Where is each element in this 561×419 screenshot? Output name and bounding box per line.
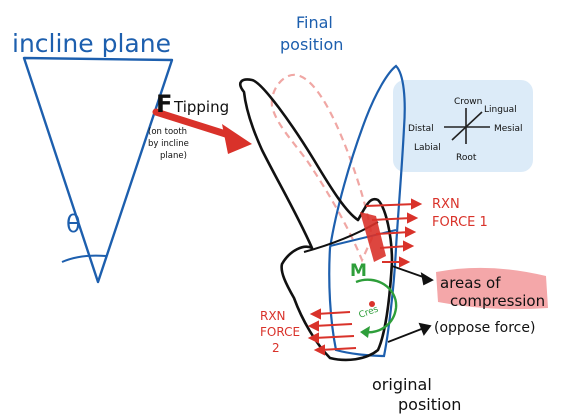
compression-pointer-arrow (388, 328, 424, 342)
rxn-force-1-line1: RXN (432, 197, 460, 212)
final-position-label-line1: Final (296, 13, 333, 32)
final-position-label-line2: position (280, 35, 343, 54)
areas-of-compression-line1: areas of (440, 274, 501, 292)
force-subscript: Tipping (173, 98, 229, 116)
compression-pointer-arrowhead (420, 324, 430, 334)
compass-distal: Distal (408, 124, 434, 134)
rxn1-arrowhead (400, 258, 408, 266)
compass-crown: Crown (454, 97, 482, 107)
rxn1-arrowhead (406, 228, 414, 236)
rxn-force-2-line2: FORCE (260, 325, 300, 339)
theta-arc (62, 256, 106, 262)
rxn2-arrow (316, 312, 350, 314)
rxn2-arrow (314, 324, 352, 326)
rxn1-arrow (366, 204, 416, 206)
force-note-line1: (on tooth (148, 127, 187, 137)
rxn1-arrowhead (404, 242, 412, 250)
areas-of-compression-line2: compression (450, 292, 545, 310)
original-position-label-line2: position (398, 395, 461, 414)
oppose-force-label: (oppose force) (434, 320, 535, 336)
rxn2-arrow (320, 348, 356, 350)
compression-pointer-arrow (392, 266, 426, 278)
cres-label: Cres (358, 304, 381, 320)
incline-plane-triangle (24, 58, 172, 282)
rxn-force-1-line2: FORCE 1 (432, 215, 488, 230)
rxn1-arrowhead (412, 200, 420, 208)
rxn2-arrowhead (312, 310, 320, 318)
rxn1-arrow (376, 232, 410, 234)
compass-labial: Labial (414, 143, 441, 153)
rxn-force-2-line3: 2 (272, 341, 280, 355)
orientation-compass: Crown Lingual Distal Mesial Labial Root (393, 80, 533, 172)
compass-mesial: Mesial (494, 124, 523, 134)
rxn2-arrowhead (310, 322, 318, 330)
tipping-force-arrowhead (222, 124, 252, 154)
final-position-cej-line (330, 230, 396, 246)
compression-pointer-arrowhead (422, 274, 432, 284)
moment-arc-arrowhead (360, 326, 370, 338)
moment-label: M (350, 261, 367, 281)
rxn2-arrow (314, 336, 354, 338)
incline-plane-title: incline plane (12, 29, 171, 58)
theta-label: θ (66, 210, 81, 238)
rxn1-arrowhead (408, 214, 416, 222)
force-note-line2: by incline (148, 139, 189, 149)
original-position-label-line1: original (372, 375, 432, 394)
force-symbol: F (156, 90, 172, 118)
rxn-force-2-line1: RXN (260, 309, 286, 323)
incline-plane: θ incline plane (12, 29, 172, 282)
force-note-line3: plane) (160, 151, 187, 161)
rxn1-arrow (372, 218, 412, 220)
compass-root: Root (456, 153, 477, 163)
rxn2-arrowhead (316, 346, 324, 354)
compass-lingual: Lingual (484, 105, 517, 115)
